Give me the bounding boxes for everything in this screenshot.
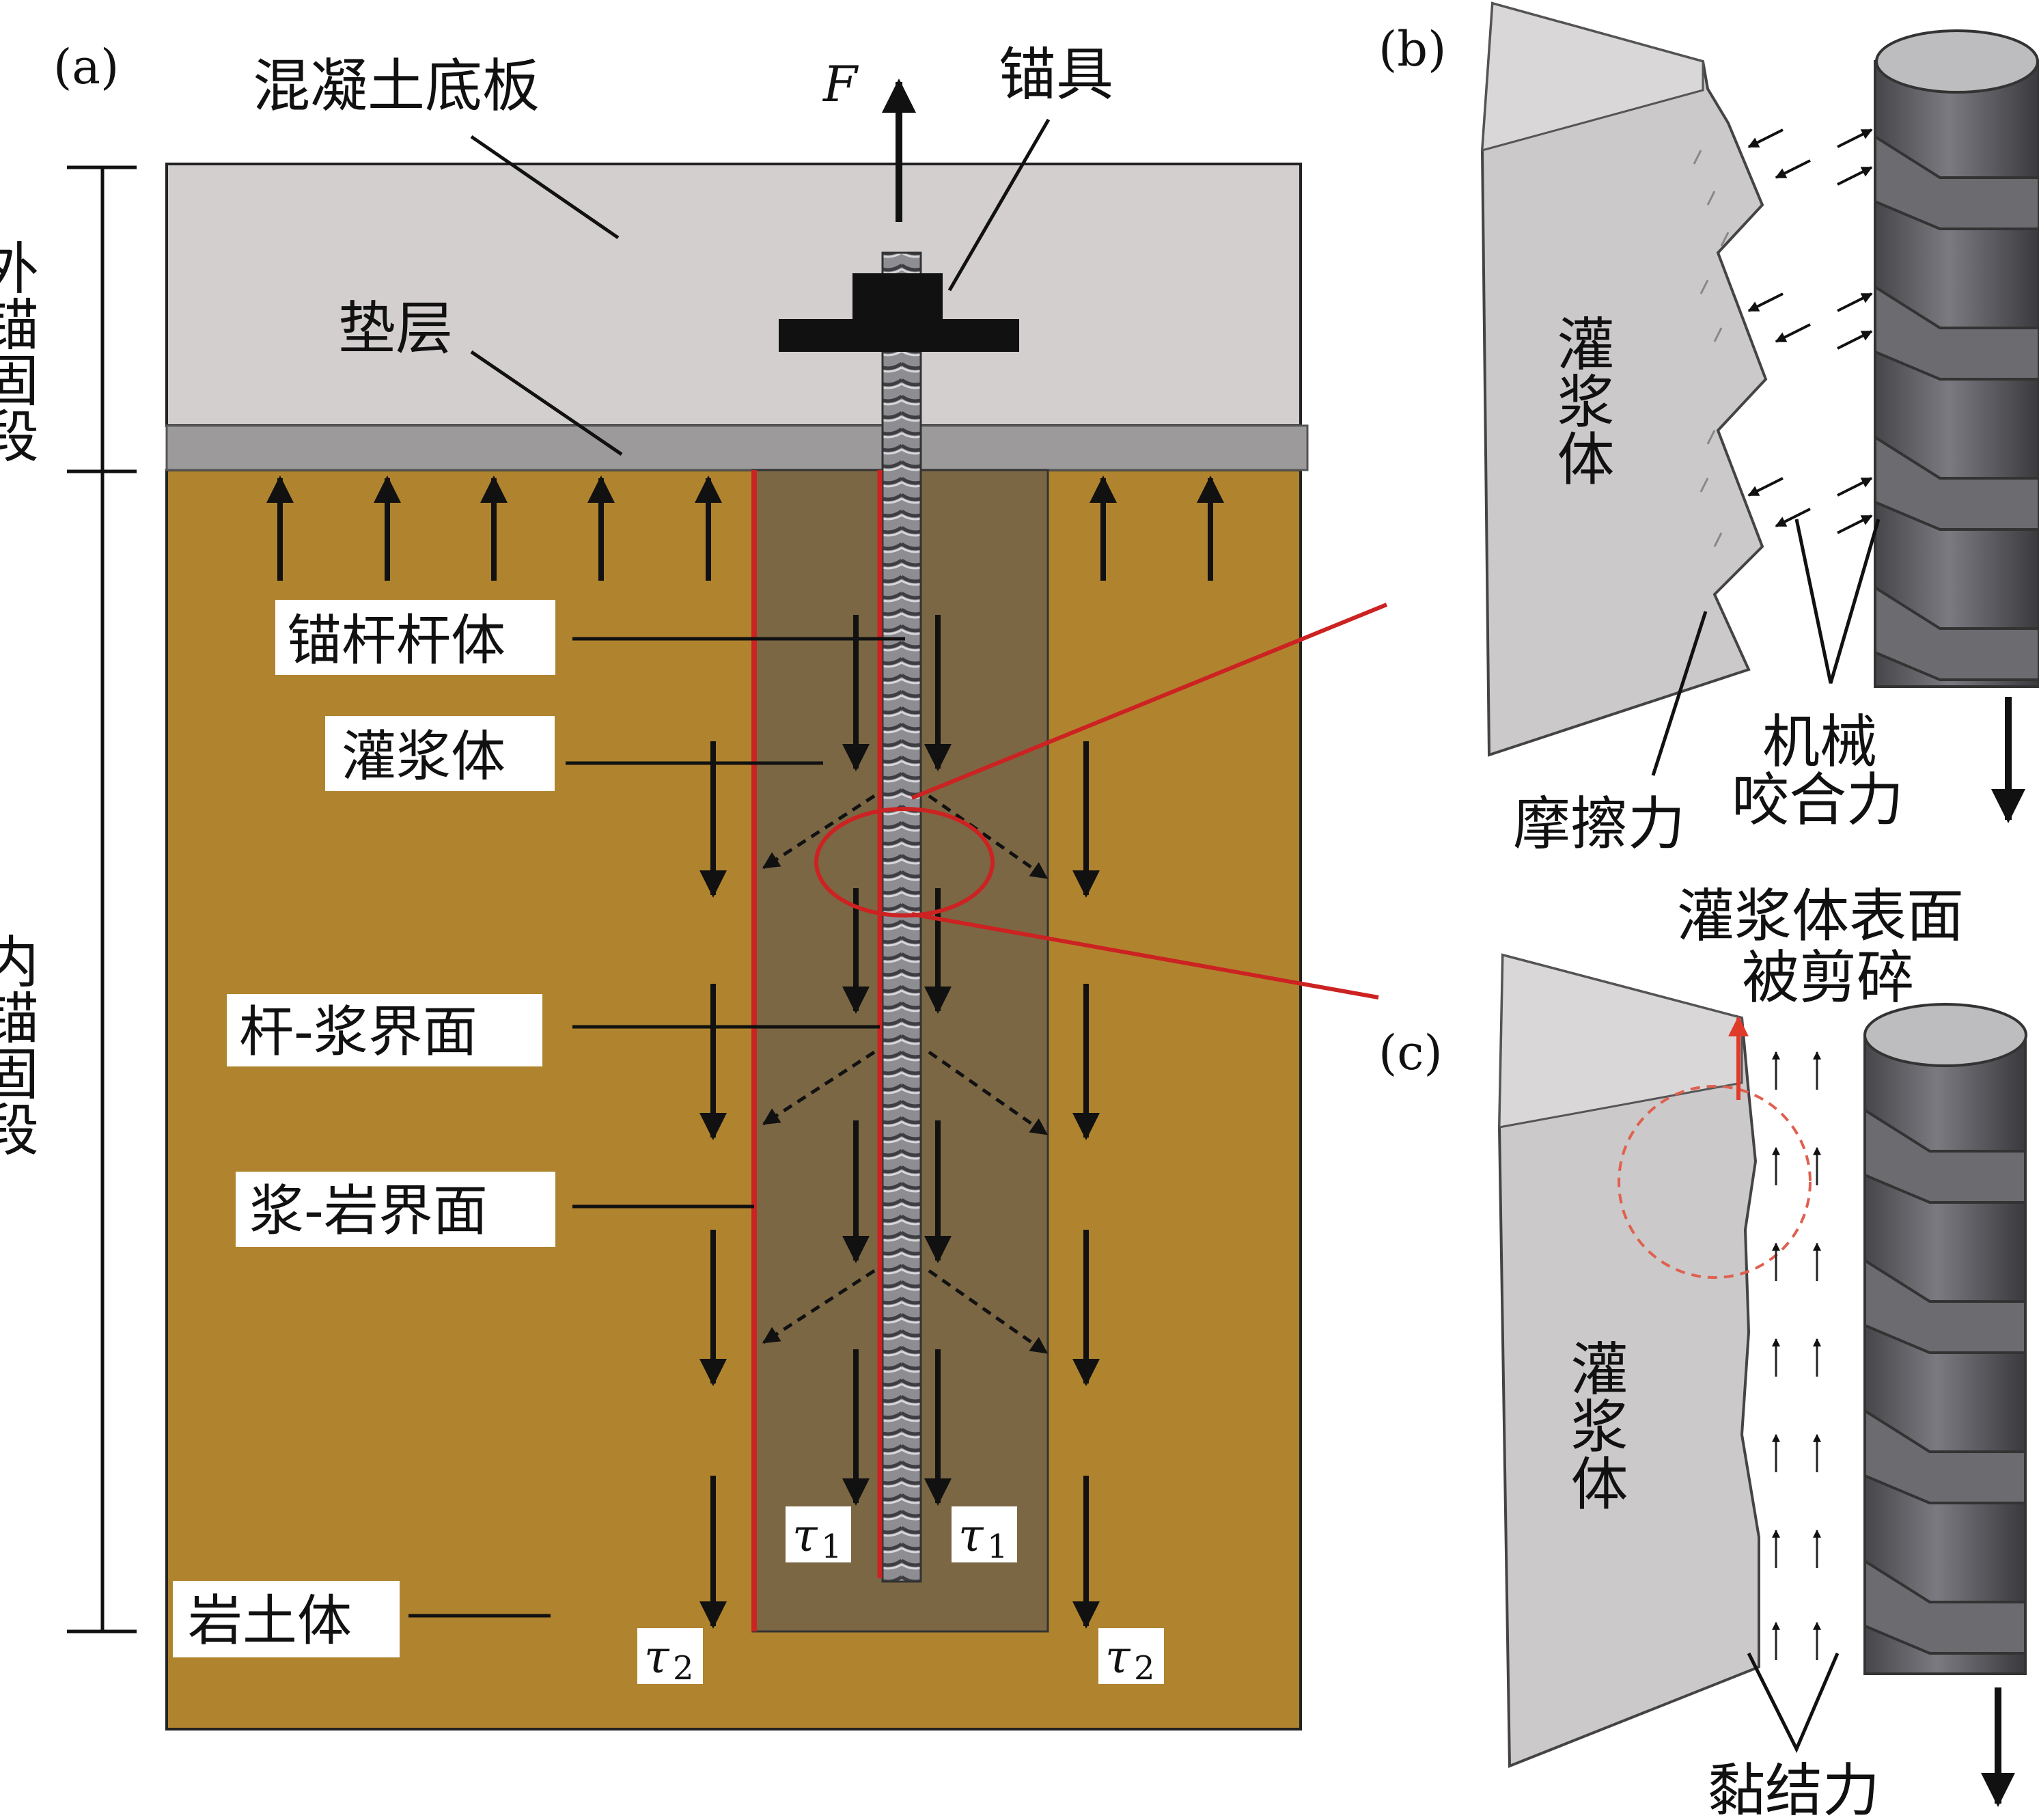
- tau1-right: τ 1: [952, 1506, 1017, 1566]
- force-label: F: [822, 55, 859, 113]
- zoom-ellipse: [814, 807, 995, 918]
- shear-label-2: 被剪碎: [1742, 944, 1914, 1011]
- grout-block-c: [1497, 953, 1760, 1768]
- rock-soil-callout: 岩土体: [173, 1581, 551, 1657]
- svg-text:2: 2: [1134, 1649, 1155, 1687]
- slab-label: 混凝土底板: [253, 53, 540, 120]
- bond-arrows: [1772, 1051, 1821, 1660]
- friction-leader: [1651, 611, 1708, 776]
- ribbed-rod-b: [1874, 29, 2039, 688]
- interlock-force-arrows: [1747, 128, 1873, 534]
- friction-marks: [1693, 150, 1730, 547]
- anchor-head-label: 锚具: [999, 41, 1113, 108]
- anchor-head-leader: [947, 118, 1051, 292]
- rock-soil-label: 岩土体: [188, 1589, 352, 1653]
- anchor-nut: [852, 273, 943, 321]
- panel-b-tag: (b): [1378, 21, 1446, 77]
- grout-block-b: [1480, 1, 1768, 757]
- grout-rock-shear-arrows: [699, 741, 1100, 1629]
- interlock-label-1: 机械: [1762, 708, 1877, 775]
- panel-c-tag: (c): [1378, 1025, 1443, 1081]
- svg-text:τ: τ: [958, 1509, 984, 1562]
- cushion-layer: [165, 424, 1309, 471]
- panel-a: F (a) 混凝土底板 锚具 垫层 外锚固段 内锚固段: [0, 39, 1388, 1731]
- load-transfer-arrows: [762, 794, 1049, 1355]
- cushion-label: 垫层: [338, 295, 453, 362]
- cushion-leader: [470, 350, 623, 456]
- svg-text:τ: τ: [1105, 1631, 1131, 1683]
- grout-callout: 灌浆体: [325, 716, 823, 791]
- panel-c: (c) 灌浆体表面 被剪碎 灌浆体: [1378, 883, 2027, 1820]
- slab-leader: [470, 135, 620, 240]
- zoom-connector-top: [911, 603, 1388, 800]
- tau2-left: τ 2: [637, 1628, 703, 1687]
- concrete-slab: [165, 163, 1302, 427]
- svg-text:τ: τ: [644, 1631, 670, 1683]
- rod-grout-interface-callout: 杆-浆界面: [227, 994, 880, 1066]
- bond-label: 黏结力: [1708, 1757, 1880, 1820]
- inner-segment-label: 内锚固段: [0, 933, 38, 1157]
- uplift-arrows: [266, 475, 1224, 581]
- grout-rock-interface-callout: 浆-岩界面: [236, 1172, 754, 1247]
- rod-body-callout: 锚杆杆体: [275, 600, 905, 675]
- grout-c-label: 灌浆体: [1562, 1339, 1628, 1511]
- svg-text:1: 1: [821, 1528, 842, 1566]
- friction-label: 摩擦力: [1513, 790, 1685, 857]
- grout-b-label: 灌浆体: [1548, 314, 1615, 486]
- shear-label-1: 灌浆体表面: [1677, 883, 1964, 950]
- ribbed-rod-c: [1863, 1003, 2027, 1675]
- svg-text:τ: τ: [792, 1509, 818, 1562]
- panel-a-tag: (a): [53, 39, 119, 95]
- rod-grout-interface-label: 杆-浆界面: [239, 1000, 477, 1064]
- outer-segment-label: 外锚固段: [0, 239, 38, 463]
- svg-text:2: 2: [673, 1649, 694, 1687]
- panel-b: (b) 灌浆体: [1378, 1, 2039, 857]
- grout-block-b-top: [1481, 2, 1704, 152]
- svg-text:1: 1: [987, 1528, 1008, 1566]
- shear-zone-circle: [1618, 1085, 1812, 1279]
- tau1-left: τ 1: [786, 1506, 851, 1566]
- rod-body-label: 锚杆杆体: [287, 609, 505, 672]
- grout-label: 灌浆体: [342, 725, 505, 788]
- zoom-connector-bottom: [911, 912, 1379, 999]
- interlock-leader: [1794, 519, 1881, 684]
- bond-leader: [1747, 1652, 1840, 1753]
- interlock-label-2: 咬合力: [1732, 767, 1904, 833]
- anchor-plate: [779, 319, 1019, 352]
- tau2-right: τ 2: [1098, 1628, 1164, 1687]
- rock-soil-body: [165, 469, 1302, 1731]
- grout-rock-interface-label: 浆-岩界面: [249, 1179, 488, 1243]
